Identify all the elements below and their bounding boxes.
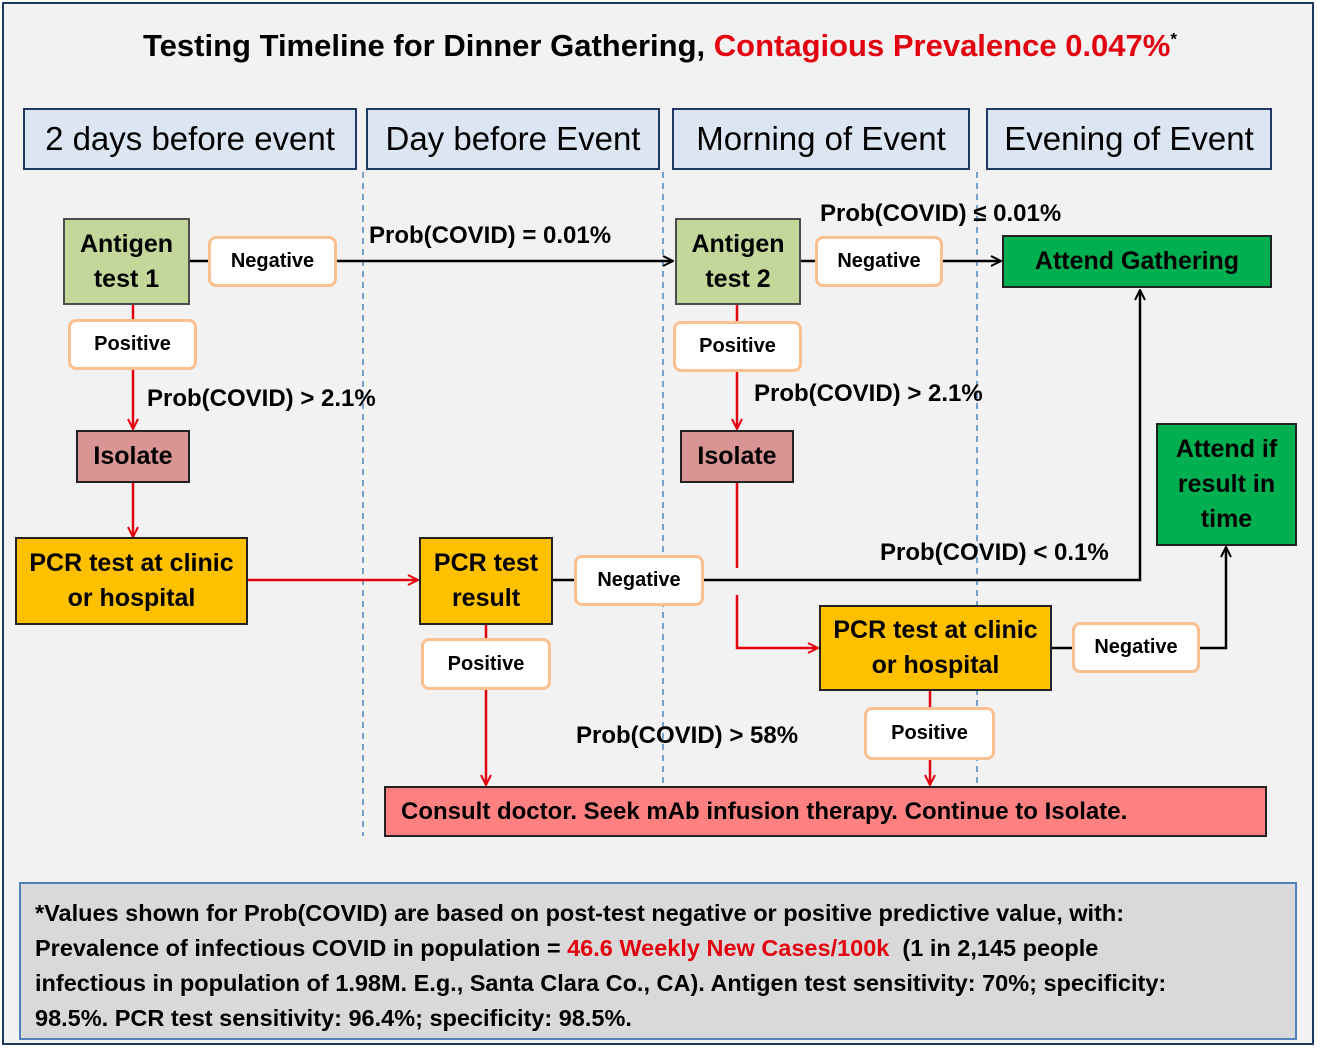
prob-after-antigen1-positive: Prob(COVID) > 2.1% <box>147 385 376 412</box>
footnote-line-2: Prevalence of infectious COVID in popula… <box>35 931 1281 966</box>
isolate-node-2: Isolate <box>680 430 794 483</box>
footnote-line-4: 98.5%. PCR test sensitivity: 96.4%; spec… <box>35 1005 632 1031</box>
title-main: Testing Timeline for Dinner Gathering, <box>143 28 706 63</box>
negative-paths <box>189 261 1226 650</box>
attend-gathering-node: Attend Gathering <box>1002 235 1272 288</box>
footnote-panel: *Values shown for Prob(COVID) are based … <box>19 882 1297 1040</box>
footnote-prevalence-label: Prevalence of infectious COVID in popula… <box>35 935 568 961</box>
pcr-result-negative-pill: Negative <box>574 555 704 606</box>
footnote-weekly-cases: 46.6 Weekly New Cases/100k <box>567 935 890 961</box>
antigen2-negative-pill: Negative <box>815 236 943 287</box>
title-prevalence: Contagious Prevalence 0.047% <box>713 28 1171 63</box>
title-footnote-mark: * <box>1170 29 1177 49</box>
footnote-line-1: *Values shown for Prob(COVID) are based … <box>35 900 1125 926</box>
column-header-morning: Morning of Event <box>672 108 970 170</box>
pcr-test-clinic-node-2: PCR test at clinic or hospital <box>819 605 1052 691</box>
antigen-test-1-node: Antigen test 1 <box>63 218 190 305</box>
antigen1-positive-pill: Positive <box>68 319 197 370</box>
isolate-node-1: Isolate <box>76 430 190 483</box>
prob-after-antigen2-negative: Prob(COVID) ≤ 0.01% <box>820 200 1062 227</box>
pcr2-negative-pill: Negative <box>1072 622 1200 673</box>
antigen2-positive-pill: Positive <box>673 321 802 372</box>
attend-if-result-in-time-node: Attend if result in time <box>1156 423 1297 546</box>
footnote-ratio: (1 in 2,145 people <box>889 935 1099 961</box>
column-header-day-before: Day before Event <box>366 108 660 170</box>
diagram-title: Testing Timeline for Dinner Gathering, C… <box>0 28 1320 64</box>
pcr-test-result-node: PCR test result <box>419 537 553 625</box>
column-header-2-days: 2 days before event <box>23 108 357 170</box>
antigen-test-2-node: Antigen test 2 <box>675 218 801 305</box>
positive-paths <box>133 305 930 785</box>
pcr-result-positive-pill: Positive <box>421 638 551 690</box>
pcr-test-clinic-node-1: PCR test at clinic or hospital <box>15 537 248 625</box>
footnote-line-3: infectious in population of 1.98M. E.g.,… <box>35 970 1167 996</box>
prob-after-antigen2-positive: Prob(COVID) > 2.1% <box>754 380 983 407</box>
column-header-evening: Evening of Event <box>986 108 1272 170</box>
antigen1-negative-pill: Negative <box>208 236 337 287</box>
prob-after-pcr-negative: Prob(COVID) < 0.1% <box>880 539 1109 566</box>
prob-after-antigen1-negative: Prob(COVID) = 0.01% <box>369 222 612 249</box>
consult-doctor-node: Consult doctor. Seek mAb infusion therap… <box>384 786 1267 837</box>
prob-after-pcr-positive: Prob(COVID) > 58% <box>576 722 799 749</box>
pcr2-positive-pill: Positive <box>864 707 995 760</box>
